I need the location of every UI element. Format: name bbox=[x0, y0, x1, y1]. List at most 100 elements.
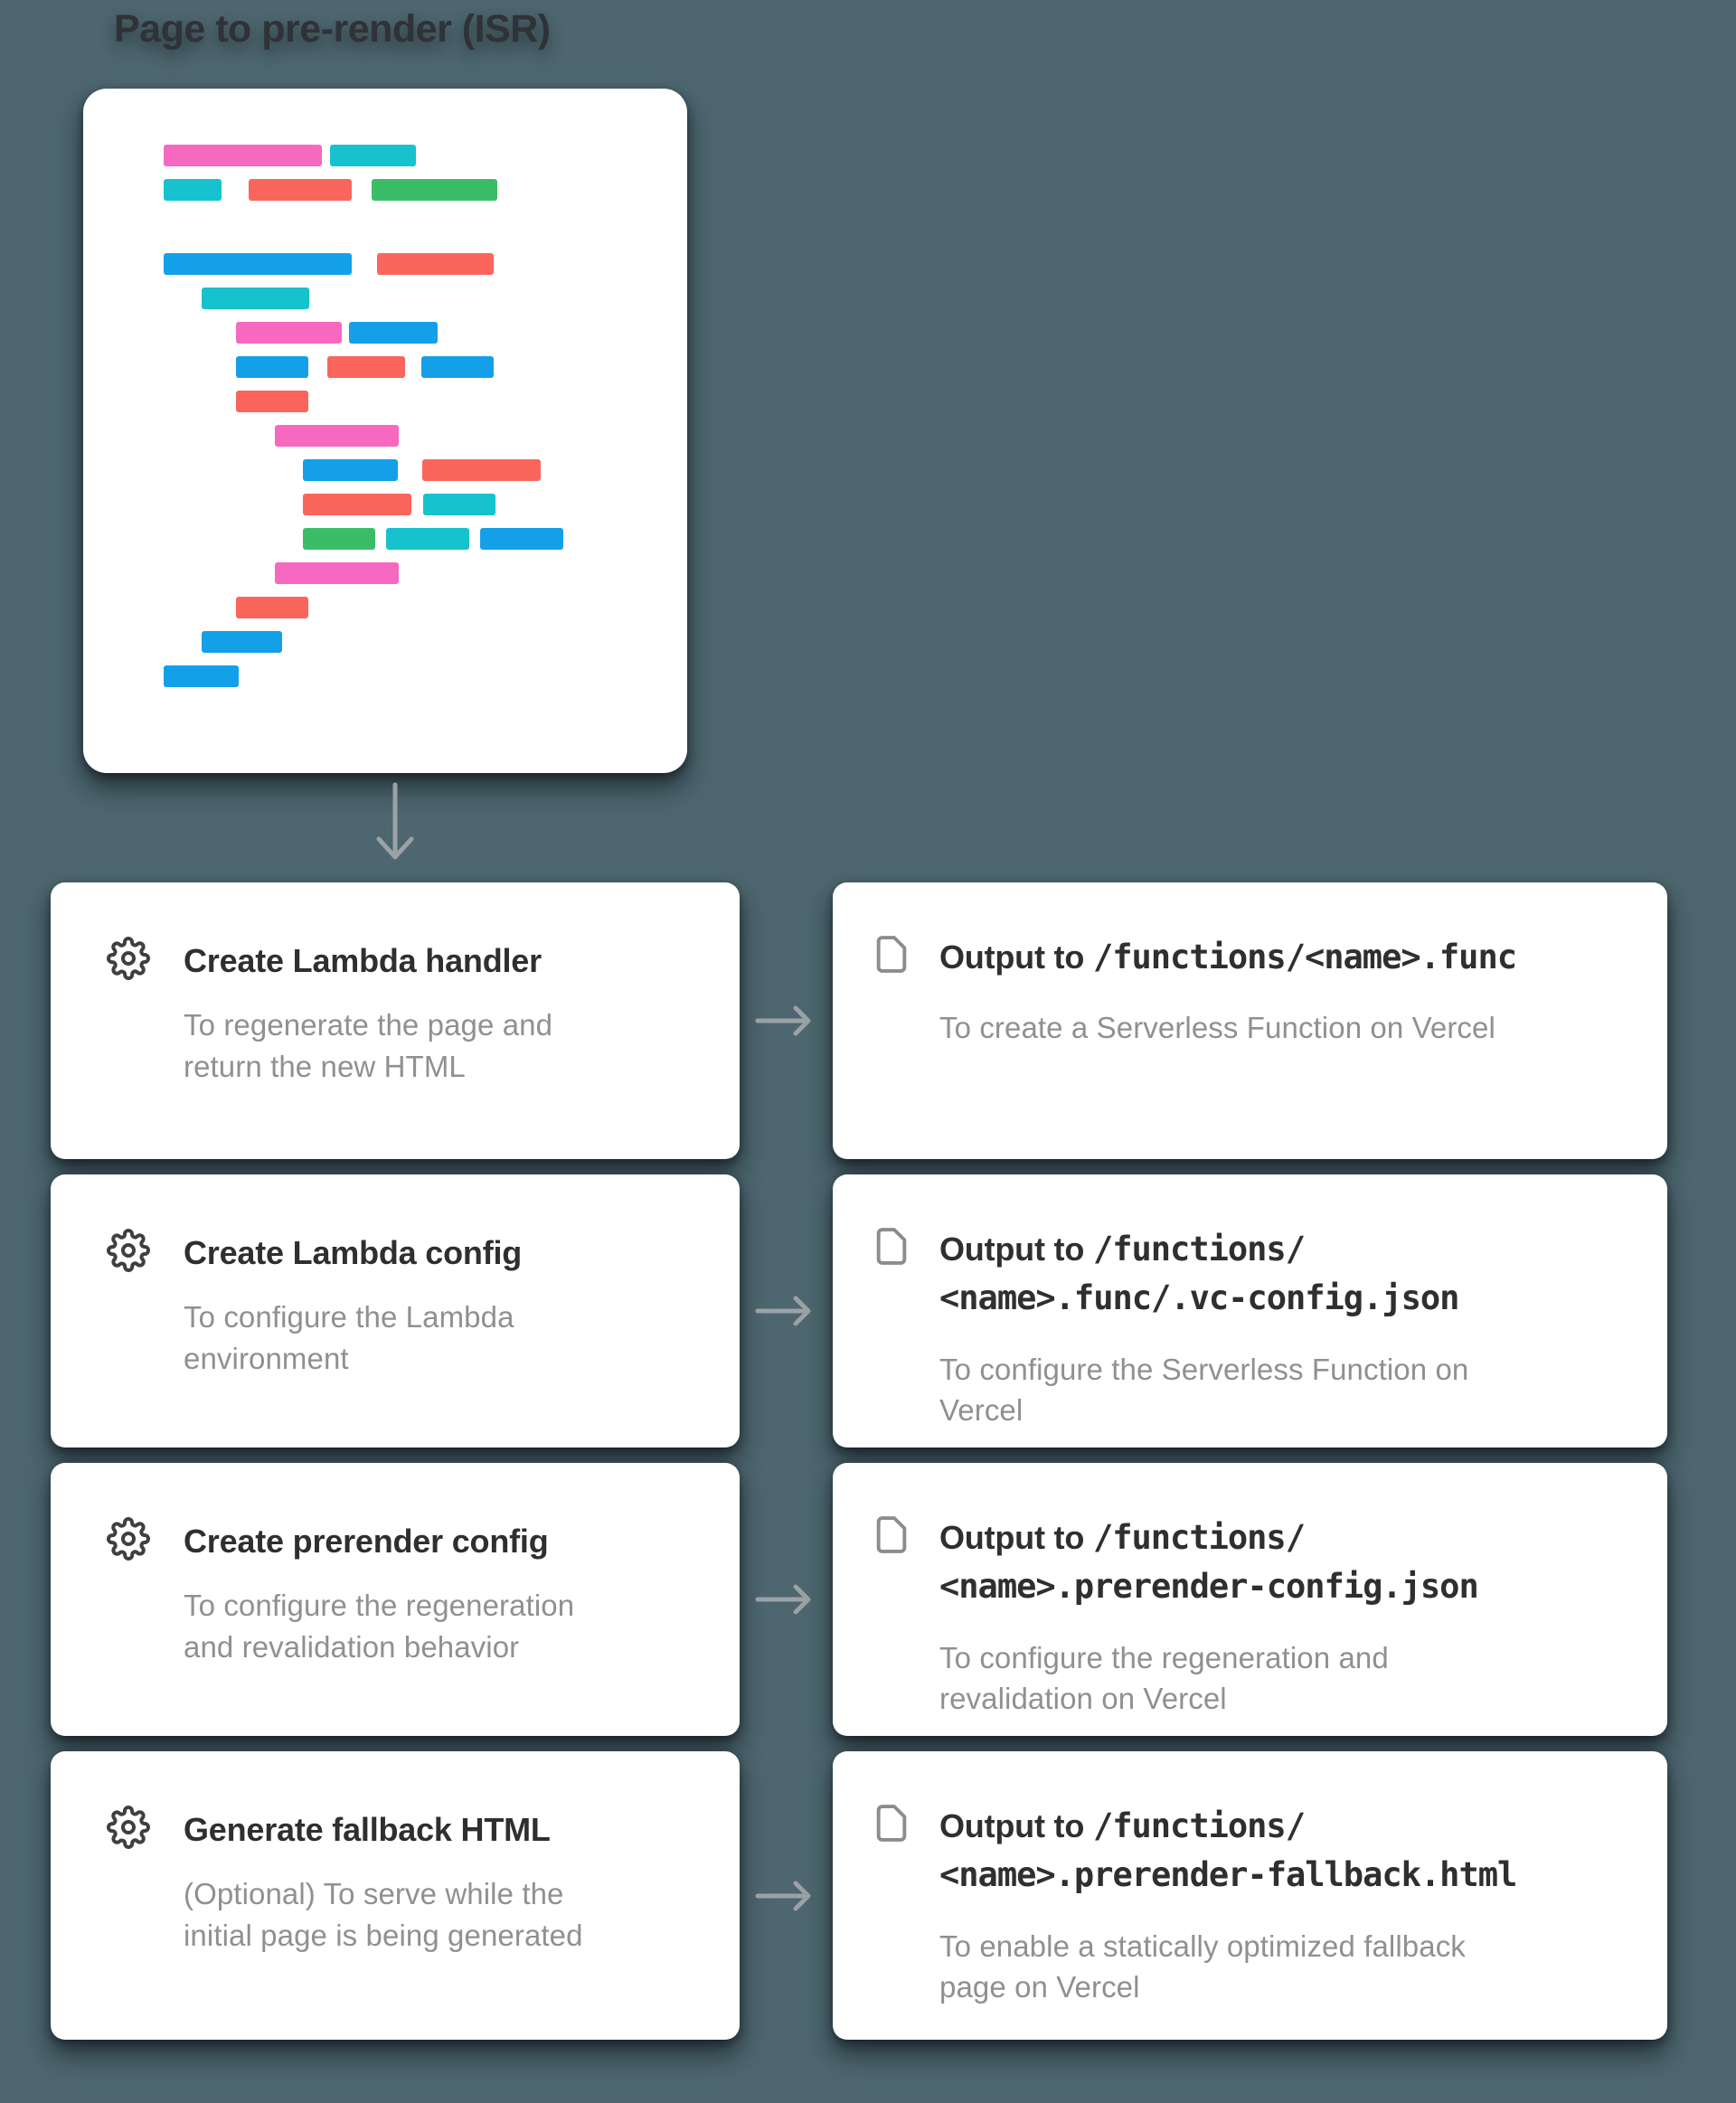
card-text: Output to /functions/ <name>.func/.vc-co… bbox=[939, 1225, 1468, 1431]
step-row-1: Create Lambda handler To regenerate the … bbox=[51, 882, 1667, 1159]
code-bar-blue bbox=[480, 528, 563, 550]
arrow-right-icon bbox=[755, 1584, 810, 1615]
document-icon bbox=[876, 936, 907, 973]
steps-list: Create Lambda handler To regenerate the … bbox=[51, 882, 1667, 2040]
arrow-right-icon bbox=[755, 1881, 810, 1910]
card-text: Output to /functions/<name>.func To crea… bbox=[939, 933, 1517, 1049]
code-bar-teal bbox=[423, 494, 495, 515]
card-description: To configure the Lambda environment bbox=[184, 1300, 514, 1375]
code-bar-red bbox=[236, 391, 308, 412]
code-bar-red bbox=[249, 179, 352, 201]
arrow-right-icon bbox=[755, 1296, 810, 1326]
output-path: /functions/<name>.func bbox=[1092, 938, 1517, 976]
output-path: /functions/ <name>.prerender-config.json bbox=[939, 1518, 1479, 1607]
card-description: To enable a statically optimized fallbac… bbox=[939, 1929, 1466, 2004]
code-row bbox=[164, 145, 687, 166]
card-create-prerender-config: Create prerender config To configure the… bbox=[51, 1463, 740, 1736]
code-bar-pink bbox=[164, 145, 322, 166]
document-icon bbox=[876, 1516, 907, 1553]
code-card bbox=[83, 89, 687, 773]
card-description: To configure the regeneration and revali… bbox=[939, 1640, 1389, 1716]
code-bar-green bbox=[372, 179, 497, 201]
code-bar-red bbox=[303, 494, 411, 515]
step-row-3: Create prerender config To configure the… bbox=[51, 1463, 1667, 1736]
card-text: Generate fallback HTML (Optional) To ser… bbox=[184, 1809, 583, 1956]
card-create-lambda-handler: Create Lambda handler To regenerate the … bbox=[51, 882, 740, 1159]
card-output-prerender-config: Output to /functions/ <name>.prerender-c… bbox=[833, 1463, 1667, 1736]
arrow-right-icon bbox=[755, 1005, 810, 1036]
card-output-prerender-fallback: Output to /functions/ <name>.prerender-f… bbox=[833, 1751, 1667, 2040]
card-text: Output to /functions/ <name>.prerender-f… bbox=[939, 1802, 1517, 2008]
arrow-cell bbox=[740, 1463, 833, 1736]
output-path: /functions/ <name>.prerender-fallback.ht… bbox=[939, 1806, 1517, 1895]
arrow-down-icon bbox=[376, 782, 414, 860]
card-heading: Create prerender config bbox=[184, 1523, 549, 1560]
card-heading: Output to /functions/<name>.func bbox=[939, 938, 1517, 976]
code-bar-blue bbox=[421, 356, 494, 378]
code-row bbox=[236, 597, 687, 618]
code-row bbox=[303, 459, 687, 481]
code-bar-teal bbox=[386, 528, 469, 550]
card-generate-fallback-html: Generate fallback HTML (Optional) To ser… bbox=[51, 1751, 740, 2040]
gear-icon bbox=[107, 1229, 150, 1272]
code-bars bbox=[83, 145, 687, 687]
code-row bbox=[164, 253, 687, 275]
code-bar-red bbox=[236, 597, 308, 618]
code-bar-blue bbox=[202, 631, 282, 653]
card-text: Create Lambda handler To regenerate the … bbox=[184, 940, 552, 1087]
code-row bbox=[303, 528, 687, 550]
code-bar-blue bbox=[164, 665, 239, 687]
card-text: Output to /functions/ <name>.prerender-c… bbox=[939, 1514, 1479, 1720]
gear-icon bbox=[107, 937, 150, 980]
code-bar-blue bbox=[349, 322, 438, 344]
code-bar-red bbox=[377, 253, 494, 275]
card-description: To configure the Serverless Function on … bbox=[939, 1352, 1469, 1428]
card-description: To regenerate the page and return the ne… bbox=[184, 1008, 553, 1083]
card-text: Create Lambda config To configure the La… bbox=[184, 1232, 522, 1379]
arrow-cell bbox=[740, 1174, 833, 1448]
card-output-func: Output to /functions/<name>.func To crea… bbox=[833, 882, 1667, 1159]
code-row bbox=[275, 562, 687, 584]
code-bar-green bbox=[303, 528, 375, 550]
page-title: Page to pre-render (ISR) bbox=[114, 7, 551, 51]
code-row bbox=[275, 425, 687, 447]
code-row bbox=[164, 179, 687, 201]
card-description: To configure the regeneration and revali… bbox=[184, 1589, 575, 1664]
card-text: Create prerender config To configure the… bbox=[184, 1521, 574, 1667]
card-heading: Create Lambda handler bbox=[184, 942, 542, 979]
card-output-vc-config: Output to /functions/ <name>.func/.vc-co… bbox=[833, 1174, 1667, 1448]
code-row bbox=[164, 665, 687, 687]
card-heading: Output to /functions/ <name>.func/.vc-co… bbox=[939, 1230, 1459, 1318]
document-icon bbox=[876, 1805, 907, 1842]
code-row bbox=[202, 631, 687, 653]
code-bar-red bbox=[422, 459, 541, 481]
gear-icon bbox=[107, 1517, 150, 1561]
card-heading: Generate fallback HTML bbox=[184, 1811, 551, 1848]
card-heading: Output to /functions/ <name>.prerender-c… bbox=[939, 1518, 1479, 1607]
arrow-cell bbox=[740, 1751, 833, 2040]
code-bar-blue bbox=[164, 253, 352, 275]
code-bar-teal bbox=[164, 179, 222, 201]
output-path: /functions/ <name>.func/.vc-config.json bbox=[939, 1230, 1459, 1318]
code-bar-blue bbox=[236, 356, 308, 378]
code-bar-teal bbox=[330, 145, 416, 166]
gear-icon bbox=[107, 1806, 150, 1849]
card-heading: Output to /functions/ <name>.prerender-f… bbox=[939, 1806, 1517, 1895]
code-bar-teal bbox=[202, 288, 309, 309]
code-row bbox=[303, 494, 687, 515]
code-bar-pink bbox=[275, 562, 399, 584]
card-description: (Optional) To serve while the initial pa… bbox=[184, 1877, 583, 1952]
step-row-2: Create Lambda config To configure the La… bbox=[51, 1174, 1667, 1448]
card-create-lambda-config: Create Lambda config To configure the La… bbox=[51, 1174, 740, 1448]
card-description: To create a Serverless Function on Verce… bbox=[939, 1011, 1495, 1045]
code-bar-blue bbox=[303, 459, 398, 481]
code-row bbox=[236, 391, 687, 412]
code-row bbox=[236, 322, 687, 344]
code-row bbox=[202, 288, 687, 309]
arrow-cell bbox=[740, 882, 833, 1159]
code-bar-pink bbox=[275, 425, 399, 447]
code-row bbox=[236, 356, 687, 378]
code-bar-pink bbox=[236, 322, 342, 344]
step-row-4: Generate fallback HTML (Optional) To ser… bbox=[51, 1751, 1667, 2040]
